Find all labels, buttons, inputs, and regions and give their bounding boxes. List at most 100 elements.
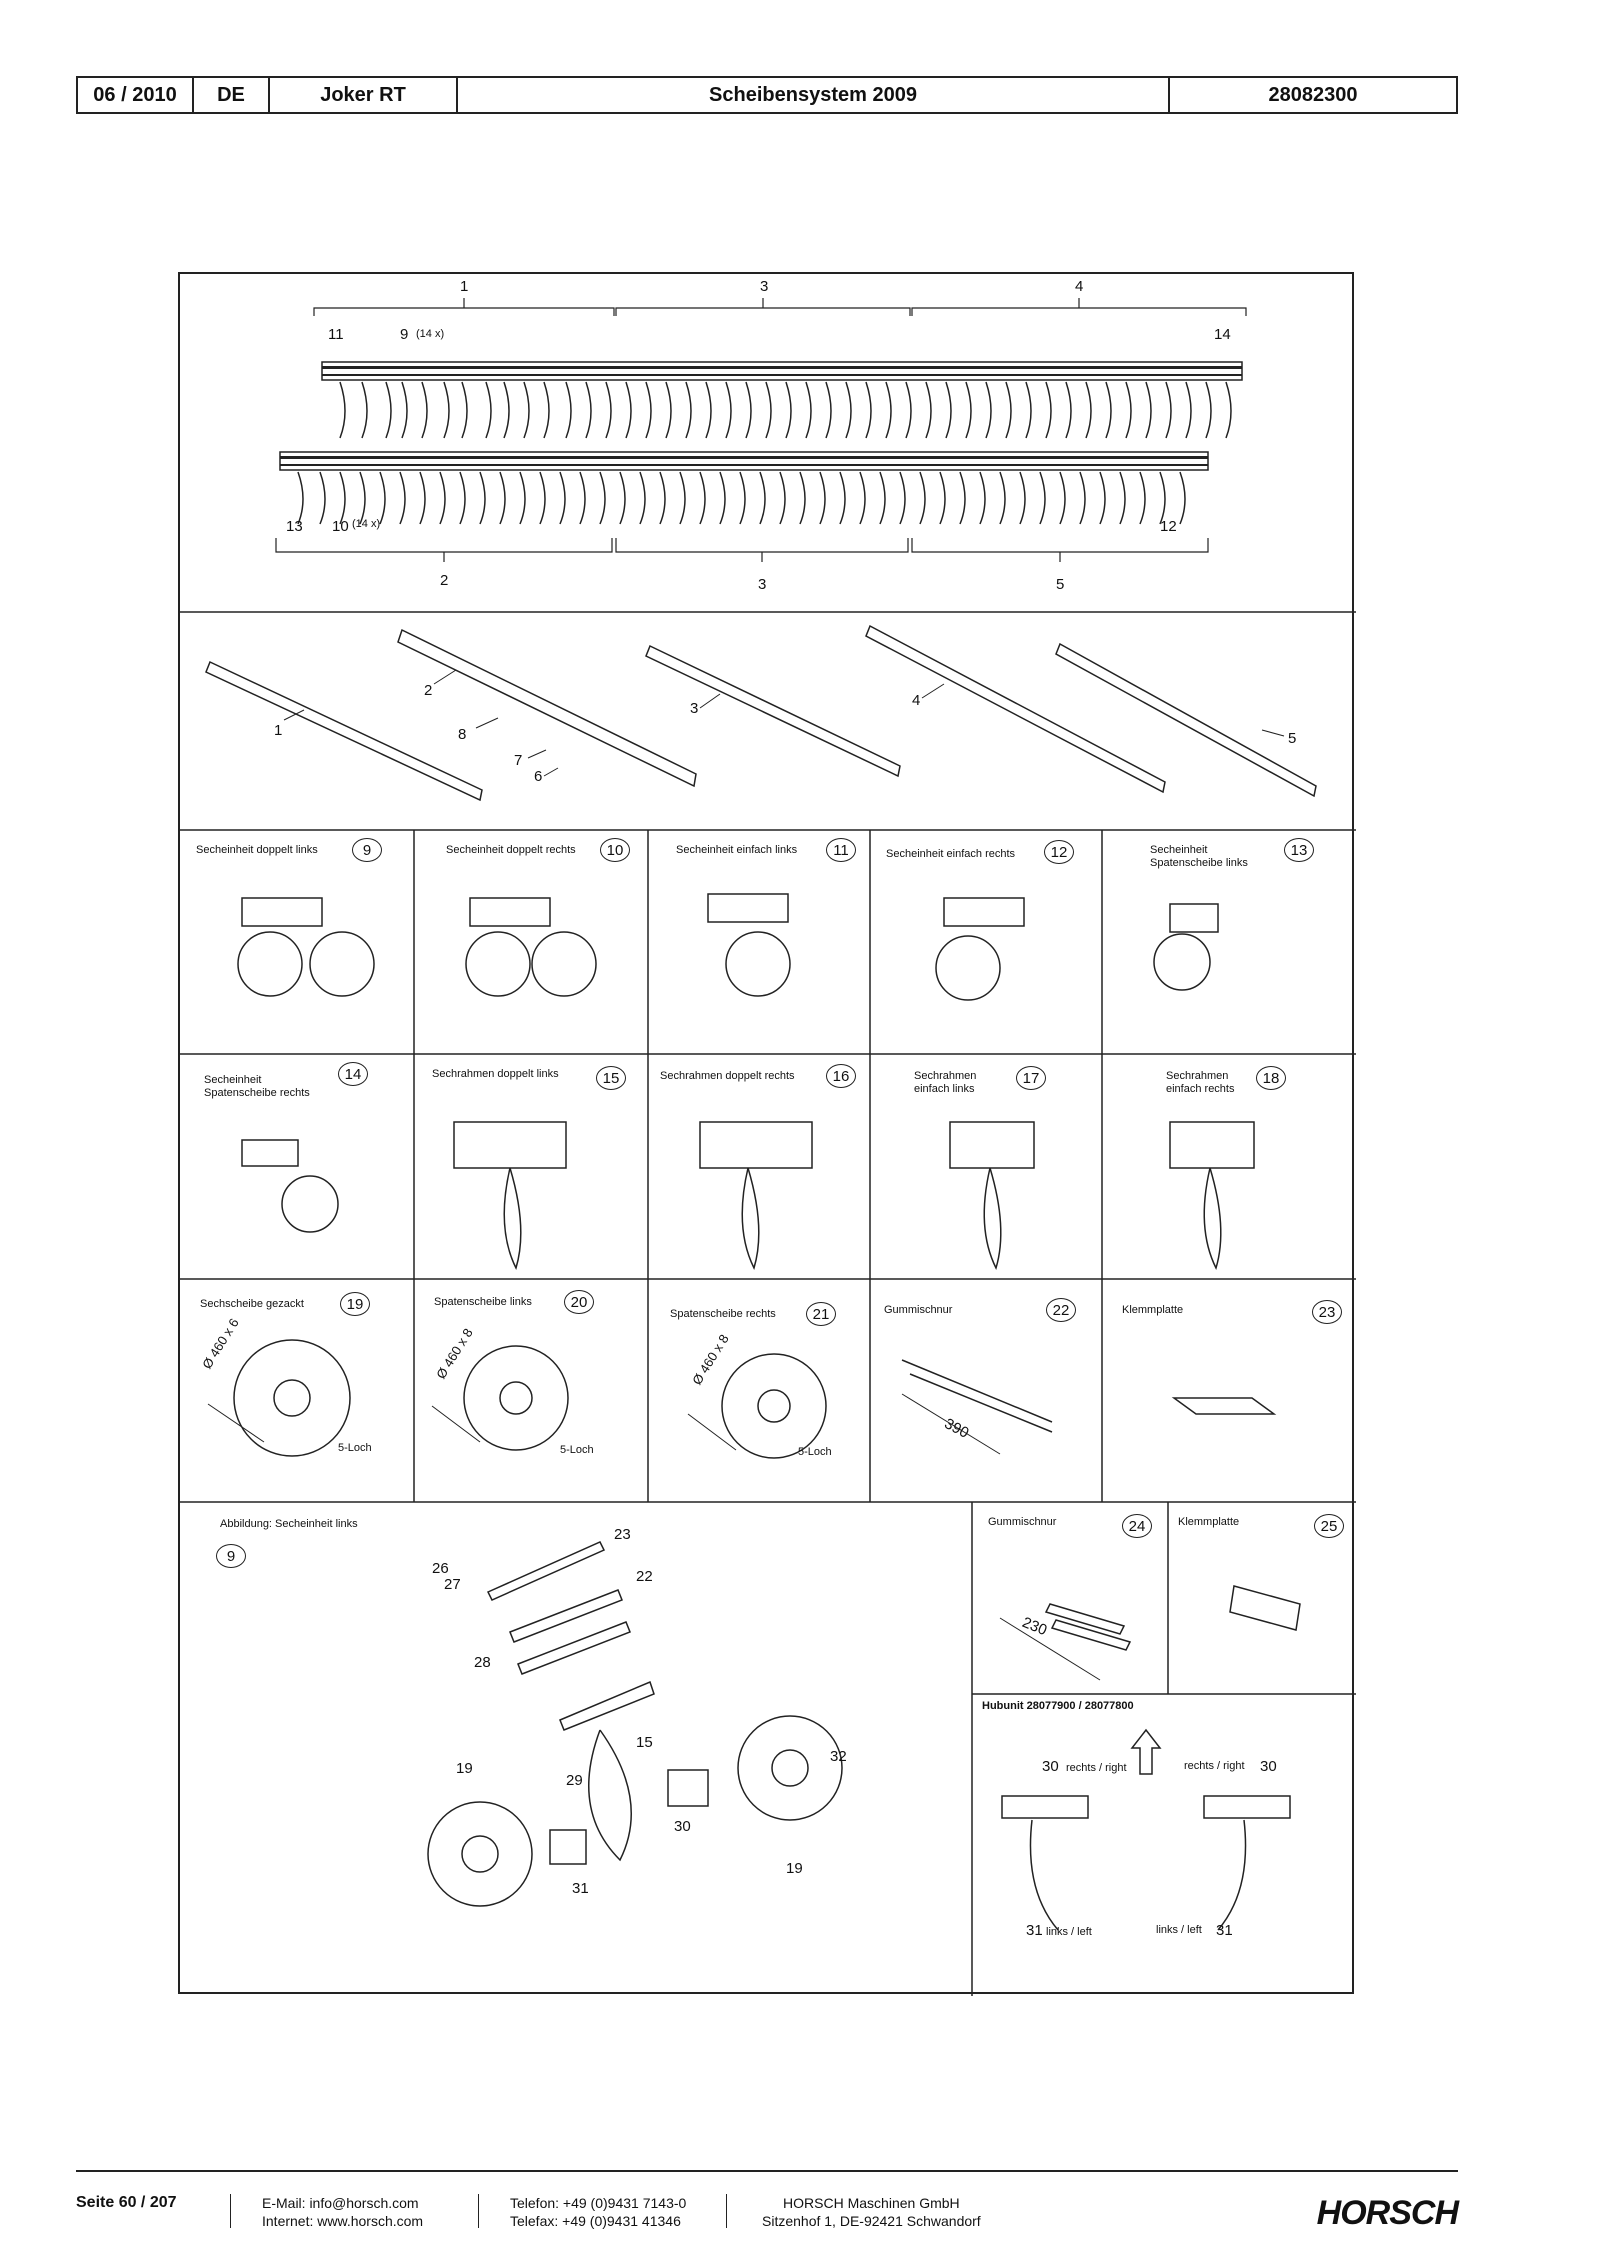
- label-13: 13: [286, 518, 303, 535]
- parts-drawing-frame: 1 3 4 11 9 (14 x) 14 13 10 (14 x) 12 2 3…: [178, 272, 1356, 1996]
- upper-disc-row: [321, 361, 1243, 439]
- label-12: 12: [1160, 518, 1177, 535]
- gummischnur-24-number: 24: [1122, 1514, 1152, 1538]
- hubunit-l-left-text: links / left: [1046, 1926, 1092, 1938]
- label-1: 1: [460, 278, 469, 295]
- hubunit-title: Hubunit 28077900 / 28077800: [982, 1700, 1134, 1712]
- footer-company-block: HORSCH Maschinen GmbH Sitzenhof 1, DE-92…: [762, 2194, 981, 2230]
- doc-header: 06 / 2010 DE Joker RT Scheibensystem 200…: [76, 76, 1458, 114]
- cell-20-label: Spatenscheibe links: [434, 1296, 532, 1308]
- frame-leaders: [283, 669, 1285, 777]
- cell-15-label: Sechrahmen doppelt links: [432, 1068, 559, 1080]
- cell-14-label: Secheinheit Spatenscheibe rechts: [204, 1074, 310, 1099]
- hubunit-r-left-number: 30: [1042, 1758, 1059, 1775]
- label-14x-lower: (14 x): [352, 518, 381, 530]
- detail-illustrations: [427, 1541, 1301, 1931]
- cell-19-number: 19: [340, 1292, 370, 1316]
- doc-footer: Seite 60 / 207 E-Mail: info@horsch.com I…: [76, 2170, 1459, 2232]
- callout-19-right: 19: [786, 1860, 803, 1877]
- klemmplatte-25-label: Klemmplatte: [1178, 1516, 1240, 1528]
- callout-30: 30: [674, 1818, 691, 1835]
- cell-17-number: 17: [1016, 1066, 1046, 1090]
- cell-15-number: 15: [596, 1066, 626, 1090]
- callout-26: 26: [432, 1560, 449, 1577]
- label-2: 2: [440, 572, 449, 589]
- up-arrow-icon: [1130, 1728, 1162, 1775]
- drawing-lines: [180, 298, 1356, 1996]
- cell-18-number: 18: [1256, 1066, 1286, 1090]
- footer-contact-phone: Telefon: +49 (0)9431 7143-0 Telefax: +49…: [510, 2194, 686, 2230]
- hubunit-l-left-number: 31: [1026, 1922, 1043, 1939]
- cell-22-number: 22: [1046, 1298, 1076, 1322]
- cell-9-label: Secheinheit doppelt links: [196, 844, 318, 856]
- cell-13-number: 13: [1284, 838, 1314, 862]
- header-part-number: 28082300: [1268, 83, 1358, 106]
- cell-14-number: 14: [338, 1062, 368, 1086]
- label-4: 4: [1075, 278, 1084, 295]
- frame-label-2: 2: [424, 682, 433, 699]
- footer-email: E-Mail: info@horsch.com: [262, 2195, 419, 2211]
- hole-label-20: 5-Loch: [560, 1444, 594, 1456]
- disc-illustrations: [233, 1339, 1277, 1459]
- frame-label-4: 4: [912, 692, 921, 709]
- callout-28: 28: [474, 1654, 491, 1671]
- callout-29: 29: [566, 1772, 583, 1789]
- detail-title: Abbildung: Secheinheit links: [220, 1518, 358, 1530]
- cell-22-label: Gummischnur: [884, 1304, 953, 1316]
- callout-23: 23: [614, 1526, 631, 1543]
- cell-20-number: 20: [564, 1290, 594, 1314]
- cell-17-label: Sechrahmen einfach links: [914, 1070, 977, 1095]
- footer-divider: [230, 2194, 231, 2228]
- cell-9-number: 9: [352, 838, 382, 862]
- footer-divider: [478, 2194, 479, 2228]
- cell-21-number: 21: [806, 1302, 836, 1326]
- callout-32: 32: [830, 1748, 847, 1765]
- frame-label-6: 6: [534, 768, 543, 785]
- lower-disc-row: [279, 451, 1209, 525]
- footer-telefax: Telefax: +49 (0)9431 41346: [510, 2213, 681, 2229]
- callout-27: 27: [444, 1576, 461, 1593]
- unit-illustrations: [237, 893, 1255, 1271]
- frame-label-5: 5: [1288, 730, 1297, 747]
- header-date: 06 / 2010: [78, 78, 194, 112]
- label-14x: (14 x): [416, 328, 445, 340]
- hubunit-r-right-number: 30: [1260, 1758, 1277, 1775]
- callout-31: 31: [572, 1880, 589, 1897]
- cell-12-number: 12: [1044, 840, 1074, 864]
- cell-10-label: Secheinheit doppelt rechts: [446, 844, 576, 856]
- callout-15: 15: [636, 1734, 653, 1751]
- hubunit-r-left-text: rechts / right: [1066, 1762, 1127, 1774]
- cell-11-label: Secheinheit einfach links: [676, 844, 798, 856]
- header-language: DE: [194, 78, 270, 112]
- hubunit-l-right-number: 31: [1216, 1922, 1233, 1939]
- detail-ref-number: 9: [216, 1544, 246, 1568]
- footer-telephone: Telefon: +49 (0)9431 7143-0: [510, 2195, 687, 2211]
- cell-16-number: 16: [826, 1064, 856, 1088]
- cell-23-number: 23: [1312, 1300, 1342, 1324]
- footer-contact-web: E-Mail: info@horsch.com Internet: www.ho…: [262, 2194, 423, 2230]
- label-10: 10: [332, 518, 349, 535]
- footer-divider: [726, 2194, 727, 2228]
- label-3-lower: 3: [758, 576, 767, 593]
- gummischnur-24-label: Gummischnur: [988, 1516, 1057, 1528]
- label-9: 9: [400, 326, 409, 343]
- footer-internet: Internet: www.horsch.com: [262, 2213, 424, 2229]
- klemmplatte-25-number: 25: [1314, 1514, 1344, 1538]
- label-11: 11: [328, 326, 344, 343]
- overview-brackets: [275, 298, 1247, 562]
- hubunit-r-right-text: rechts / right: [1184, 1760, 1245, 1772]
- hubunit-l-right-text: links / left: [1156, 1924, 1202, 1936]
- cell-16-label: Sechrahmen doppelt rechts: [660, 1070, 795, 1082]
- frame-label-3: 3: [690, 700, 699, 717]
- frame-label-1: 1: [274, 722, 283, 739]
- cell-11-number: 11: [826, 838, 856, 862]
- cell-12-label: Secheinheit einfach rechts: [886, 848, 1016, 860]
- hole-label-19: 5-Loch: [338, 1442, 372, 1454]
- cell-21-label: Spatenscheibe rechts: [670, 1308, 776, 1320]
- cell-19-label: Sechscheibe gezackt: [200, 1298, 304, 1310]
- label-14: 14: [1214, 326, 1231, 343]
- cell-18-label: Sechrahmen einfach rechts: [1166, 1070, 1235, 1095]
- frame-label-7: 7: [514, 752, 523, 769]
- cell-13-label: Secheinheit Spatenscheibe links: [1150, 844, 1248, 869]
- footer-company: HORSCH Maschinen GmbH: [783, 2195, 960, 2211]
